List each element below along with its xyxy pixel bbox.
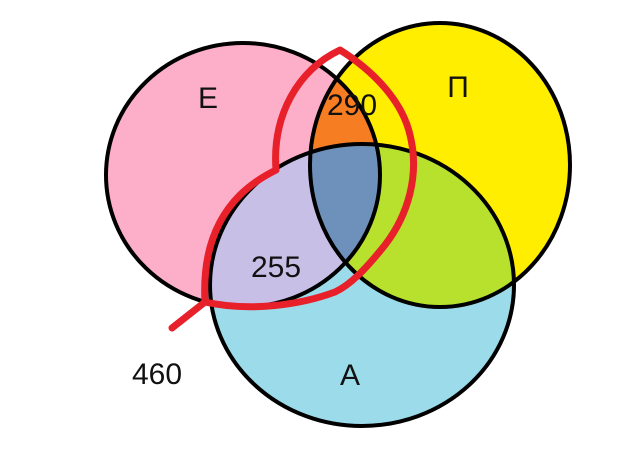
set-e-label: Е [198,82,218,115]
set-p-outline [308,21,572,309]
value-e-a: 255 [251,251,301,284]
set-a-label: А [340,359,360,392]
set-p-label: П [447,71,469,104]
value-union-highlighted: 460 [132,358,182,391]
value-e-p: 290 [327,89,377,122]
set-a-outline [208,142,516,428]
highlight-outline [168,46,417,332]
